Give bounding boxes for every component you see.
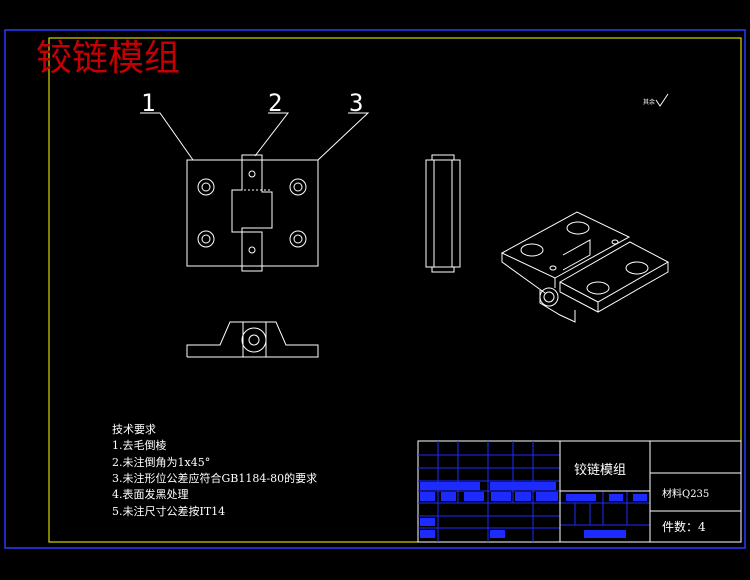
title-block-material: 材料Q235 — [662, 487, 709, 500]
outer-border — [4, 29, 746, 549]
surface-roughness-symbol: 其余 — [643, 93, 669, 107]
tech-req-item-3: 3.未注形位公差应符合GB1184-80的要求 — [112, 471, 317, 485]
balloon-3: 3 — [349, 89, 363, 117]
balloon-2: 2 — [268, 89, 282, 117]
tech-req-item-5: 5.未注尺寸公差按IT14 — [112, 504, 225, 518]
isometric-view — [500, 211, 670, 323]
balloon-leader-3 — [317, 112, 370, 161]
title-block: 铰链模组 材料Q235 件数：4 — [417, 440, 742, 543]
bottom-view — [186, 321, 319, 358]
tech-req-heading: 技术要求 — [112, 423, 156, 436]
tech-req-item-4: 4.表面发黑处理 — [112, 487, 189, 501]
drawing-title: 铰链模组 — [36, 38, 180, 79]
title-block-quantity: 件数：4 — [662, 519, 706, 534]
tech-req-item-2: 2.未注倒角为1x45° — [112, 455, 210, 469]
side-view — [425, 154, 461, 273]
balloon-leader-2 — [254, 112, 290, 157]
balloon-1: 1 — [141, 89, 155, 117]
roughness-label: 其余 — [643, 98, 655, 106]
inner-border — [48, 37, 742, 543]
front-view — [186, 154, 319, 272]
balloon-leader-1 — [140, 112, 194, 161]
title-block-drawing-name: 铰链模组 — [574, 463, 626, 478]
title-block-grid — [418, 441, 650, 542]
part-balloons — [140, 112, 370, 161]
technical-requirements: 技术要求 1.去毛倒棱 2.未注倒角为1x45° 3.未注形位公差应符合GB11… — [112, 423, 317, 518]
tech-req-item-1: 1.去毛倒棱 — [112, 439, 167, 452]
